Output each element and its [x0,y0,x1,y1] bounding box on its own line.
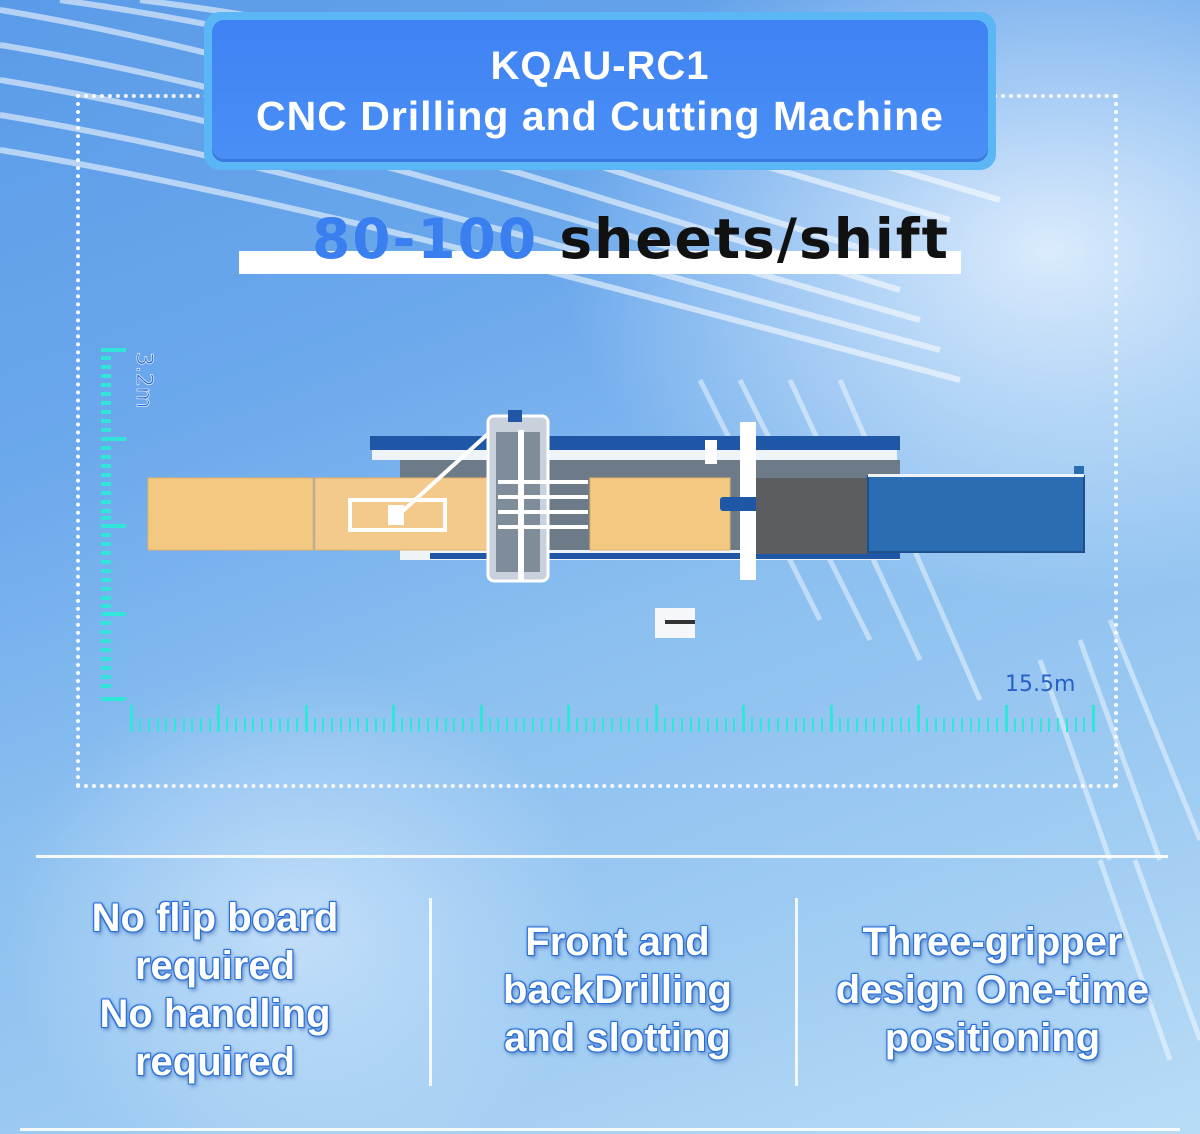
capacity-text: 80-100 sheets/shift [312,204,950,274]
title-inner: KQAU-RC1 CNC Drilling and Cutting Machin… [212,20,988,162]
frame-rail-top [370,436,900,450]
feature-divider [429,898,432,1086]
feature-text: Front and backDrilling and slotting [503,920,732,1060]
section-divider [36,855,1168,858]
feature-front-back-drilling: Front and backDrilling and slotting [440,890,795,1090]
title-banner: KQAU-RC1 CNC Drilling and Cutting Machin… [204,12,996,170]
cutting-table [756,478,868,554]
feature-text: Three-gripper design One-time positionin… [835,920,1150,1060]
capacity-underline-bar [239,251,961,274]
feature-text: No flip board required No handling requi… [91,896,339,1084]
board-2 [314,477,516,551]
capacity-range: 80-100 [312,207,539,271]
outfeed-conveyor [867,475,1085,553]
length-dimension-label: 15.5m [1005,672,1076,697]
feature-divider [795,898,798,1086]
vertical-ruler [101,348,126,701]
feature-no-flip: No flip board required No handling requi… [40,890,390,1090]
horizontal-ruler [130,705,1095,732]
feature-three-gripper: Three-gripper design One-time positionin… [800,890,1185,1090]
capacity-unit: sheets/shift [559,207,950,271]
board-1 [147,477,314,551]
board-3 [589,477,731,551]
model-number: KQAU-RC1 [490,44,710,88]
bottom-divider [20,1128,1180,1131]
product-name: CNC Drilling and Cutting Machine [256,93,944,139]
